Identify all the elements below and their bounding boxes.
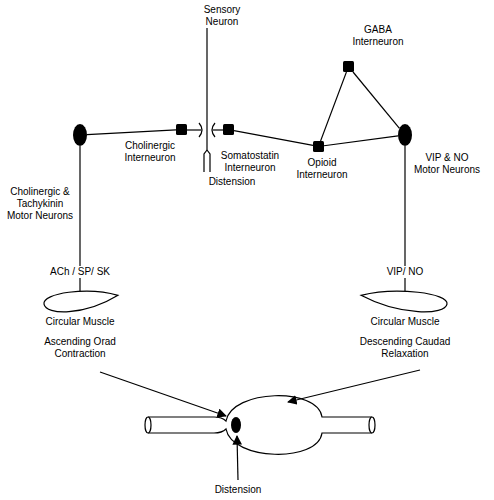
effect-label: Descending Caudad Relaxation (355, 336, 455, 360)
neuron-label: Somatostatin Interneuron (217, 150, 283, 174)
synapse-mark (199, 123, 202, 137)
node-outline (313, 141, 324, 152)
neural-connection (87, 130, 176, 135)
cell-body (313, 141, 324, 152)
neuron-label: GABA Interneuron (348, 24, 408, 48)
neuron-label: VIP & NO Motor Neurons (412, 152, 482, 176)
sensory-axon (206, 28, 207, 150)
muscle-leaf: Circular MuscleDescending Caudad Relaxat… (361, 292, 449, 314)
motor-neuron: VIP & NO Motor Neurons (398, 124, 412, 146)
cell-body (398, 124, 412, 146)
node-outline (361, 292, 449, 314)
bolus (231, 417, 241, 433)
node-outline (223, 124, 234, 135)
muscle-outline (44, 291, 118, 312)
cell-body (223, 124, 234, 135)
intestine-end (145, 417, 151, 433)
distension-arrow (237, 436, 238, 480)
neuron-label: Cholinergic & Tachykinin Motor Neurons (6, 186, 74, 222)
interneuron-process (213, 129, 223, 130)
cell-body (343, 61, 354, 72)
node-outline (176, 124, 187, 135)
transmitter-label: ACh / SP/ SK (49, 266, 111, 278)
neural-connection (353, 72, 399, 128)
neural-connection (234, 131, 313, 146)
intestine-wall (148, 429, 372, 454)
relaxation-arrow (288, 370, 420, 402)
transmitter-label: VIP/ NO (386, 266, 425, 278)
intestine-wall (148, 396, 372, 421)
muscle-leaf: Circular MuscleAscending Orad Contractio… (42, 292, 118, 314)
stimulus-label: Distension (203, 484, 273, 496)
neural-connection (324, 136, 398, 146)
interneuron-process (187, 129, 201, 130)
muscle-label: Circular Muscle (30, 316, 130, 328)
cell-body (73, 124, 87, 146)
motor-neuron: Cholinergic & Tachykinin Motor Neurons (73, 124, 87, 146)
effect-label: Ascending Orad Contraction (39, 336, 121, 360)
node-outline (343, 61, 354, 72)
contraction-arrow (100, 372, 226, 416)
neuron-label: Cholinergic Interneuron (117, 140, 183, 164)
interneuron: GABA Interneuron (343, 61, 354, 72)
node-outline (73, 124, 87, 146)
neuron-title: Sensory Neuron (192, 4, 252, 28)
interneuron: Opioid Interneuron (313, 141, 324, 152)
node-outline (398, 124, 412, 146)
neuron-label: Opioid Interneuron (292, 157, 352, 181)
sensory-ending (207, 150, 210, 172)
synapse-mark (212, 123, 215, 137)
cell-body (176, 124, 187, 135)
muscle-label: Circular Muscle (355, 316, 455, 328)
sensory-ending (204, 150, 207, 172)
neural-connection (321, 72, 347, 141)
node-outline (42, 292, 118, 314)
interneuron: Cholinergic Interneuron (176, 124, 187, 135)
interneuron: Somatostatin Interneuron (223, 124, 234, 135)
muscle-outline (361, 291, 447, 312)
intestine-end (369, 417, 375, 433)
stimulus-label: Distension (197, 176, 267, 188)
